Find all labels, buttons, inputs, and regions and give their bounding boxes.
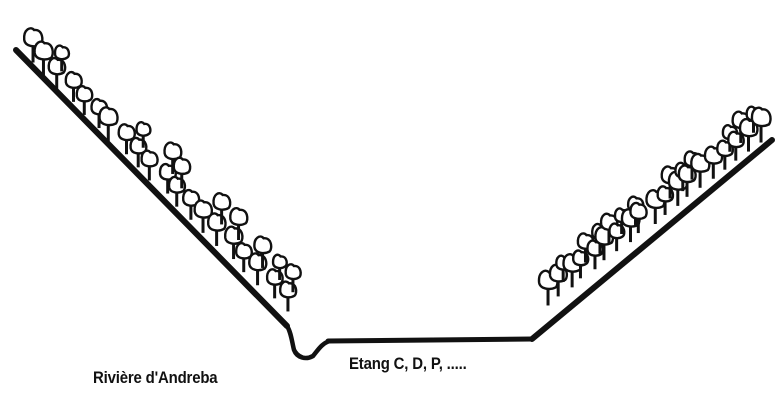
right-slope-line	[532, 140, 772, 339]
tree-icon	[630, 203, 646, 233]
river-label: Rivière d'Andreba	[93, 368, 217, 388]
left-slope-line	[16, 50, 287, 326]
valley-floor-line	[328, 339, 532, 341]
tree-icon	[142, 151, 158, 181]
left-slope-forest	[24, 28, 301, 311]
pond-label: Etang C, D, P, .....	[349, 354, 467, 374]
tree-icon	[752, 108, 771, 143]
right-slope-forest	[539, 107, 771, 306]
